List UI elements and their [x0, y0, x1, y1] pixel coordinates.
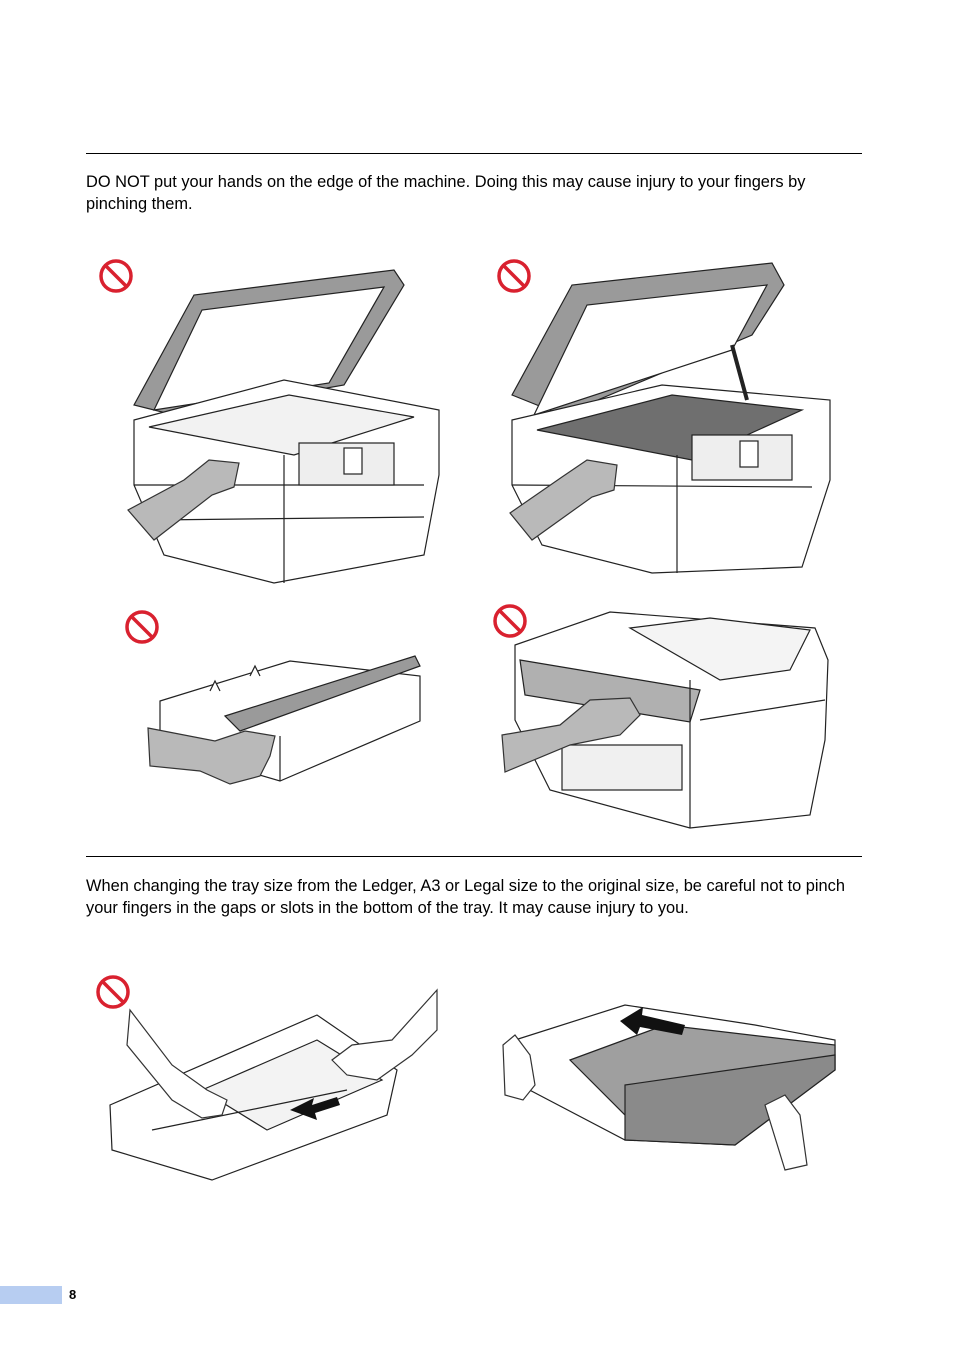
prohibited-sign-icon — [99, 259, 133, 293]
prohibited-sign-icon — [96, 975, 130, 1009]
illustration-tray-extension-push — [92, 970, 447, 1185]
illustration-scanner-open-hand — [94, 255, 454, 590]
printer-drawing — [514, 611, 829, 829]
section-divider-top — [86, 153, 862, 154]
illustration-scanner-support-hand — [492, 255, 842, 580]
pinch-warning-text: DO NOT put your hands on the edge of the… — [86, 173, 806, 213]
illustration-tray-extension-hands — [485, 985, 840, 1175]
prohibited-sign-icon — [497, 259, 531, 293]
printer-drawing — [133, 269, 440, 584]
prohibited-sign-icon — [125, 610, 159, 644]
section-divider-middle — [86, 856, 862, 857]
tray-warning-text: When changing the tray size from the Led… — [86, 877, 845, 917]
hand-drawing — [509, 459, 618, 541]
page-number: 8 — [69, 1287, 77, 1302]
hand-drawing — [501, 697, 641, 773]
illustration-front-slot-hand — [490, 600, 840, 835]
hand-drawing — [502, 1034, 808, 1171]
tray-drawing — [514, 1004, 836, 1146]
prohibited-sign-icon — [493, 604, 527, 638]
illustration-tray-cover-hand — [120, 606, 430, 791]
page-tab — [0, 1286, 62, 1304]
arrow-left-icon — [290, 1097, 340, 1120]
hand-drawing — [147, 727, 276, 785]
arrow-left-icon — [620, 1007, 685, 1035]
hand-drawing — [126, 988, 438, 1119]
printer-drawing — [511, 262, 831, 574]
hand-drawing — [127, 459, 240, 541]
